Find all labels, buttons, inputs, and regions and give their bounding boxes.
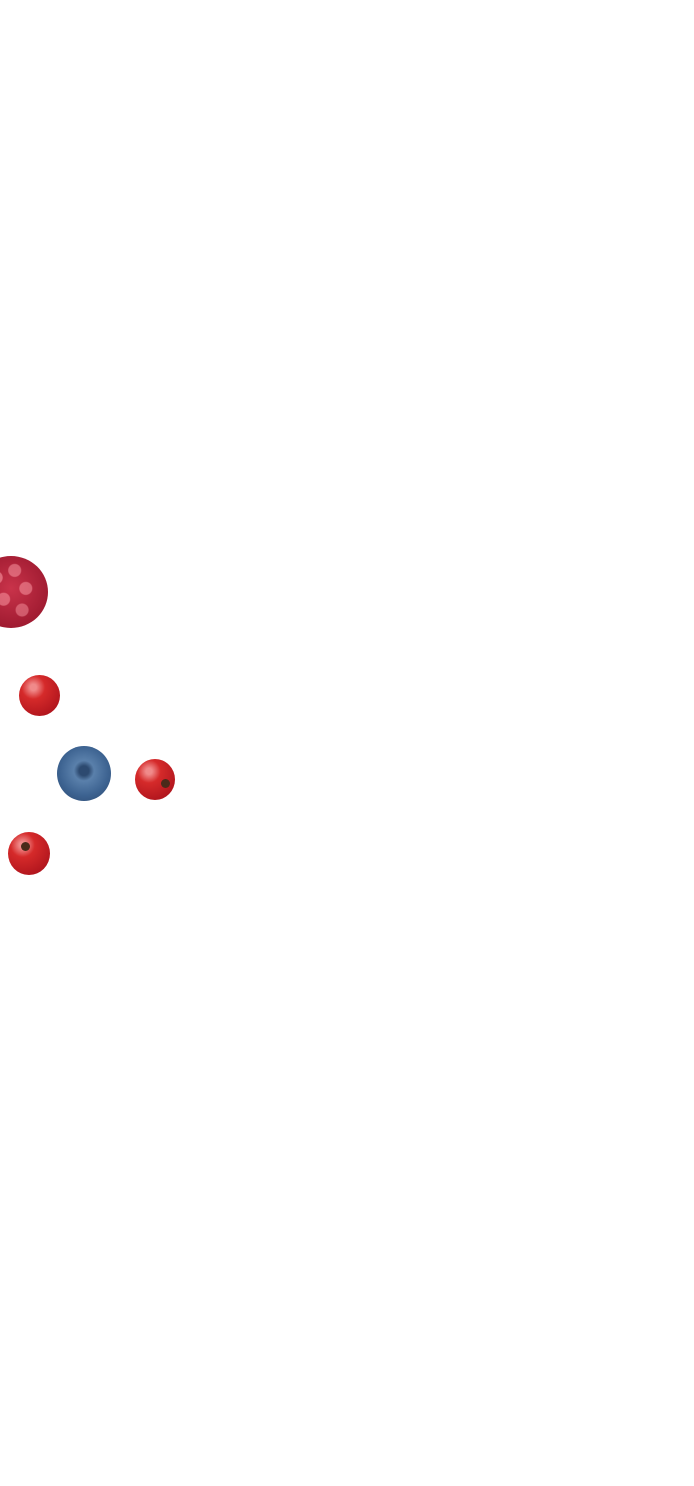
blueberry bbox=[57, 746, 111, 801]
red-currant bbox=[135, 759, 175, 800]
currant-calyx bbox=[21, 842, 30, 851]
red-currant bbox=[8, 832, 50, 875]
currant-calyx bbox=[161, 779, 170, 788]
red-currant bbox=[19, 675, 60, 716]
raspberry bbox=[0, 556, 48, 628]
